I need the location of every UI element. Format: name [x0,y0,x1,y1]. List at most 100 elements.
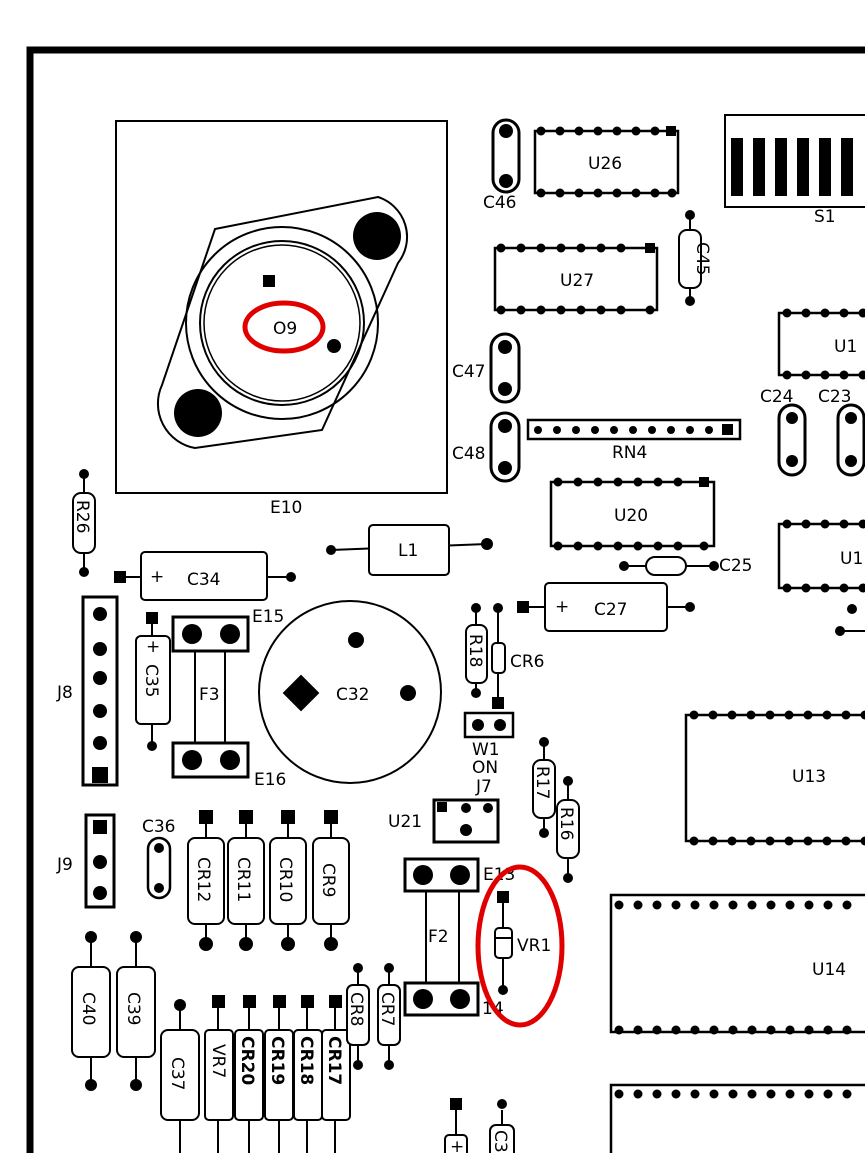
capacitor-c34 [114,551,296,601]
rn4-label: RN4 [612,443,647,463]
ic-u27 [493,243,659,315]
c40-label: C40 [78,992,98,1026]
fuse-f3 [171,615,250,779]
c35-label: C35 [141,664,161,698]
c32-label: C32 [336,685,370,705]
ic-u14 [609,893,865,1035]
cr19-label: CR19 [267,1036,287,1085]
resistor-r26 [72,469,96,577]
cr7-label: CR7 [377,992,397,1027]
ic-u13 [684,710,865,846]
regulator-u21 [432,798,500,844]
cr9-label: CR9 [318,863,338,898]
ic-u20 [549,477,716,551]
highlight-circle-vr1 [475,864,565,1028]
diode-cr7 [377,963,401,1070]
diode-cr20 [234,1029,264,1121]
cr10-label: CR10 [275,857,295,902]
jumper-w1 [463,711,515,739]
cr8-label: CR8 [346,992,366,1027]
vr7-label: VR7 [208,1044,228,1078]
capacitor-c39 [116,931,156,1091]
w1-label: W1 [472,740,500,760]
cr11-label: CR11 [233,857,253,902]
c34-label: C34 [187,570,221,590]
bottom-plus: + [450,1137,464,1153]
resistor-network-rn4 [526,418,742,441]
vr1-label: VR1 [517,936,551,956]
capacitor-c45 [678,210,702,306]
c23-label: C23 [818,387,852,407]
cr20-label: CR20 [237,1036,257,1085]
f2-label: F2 [428,927,449,947]
cr17-label: CR17 [324,1036,344,1085]
capacitor-c47 [489,332,521,404]
c24-label: C24 [760,387,794,407]
r26-label: R26 [72,500,92,533]
on-label: ON [472,758,498,778]
capacitor-c25 [619,556,719,576]
c37-label: C37 [167,1057,187,1091]
resistor-r17 [532,737,556,838]
j9-label: J9 [56,855,73,875]
zener-vr7 [204,1029,234,1121]
diode-cr12 [187,810,225,951]
capacitor-bottom-plus [444,1098,468,1153]
cr12-label: CR12 [193,857,213,902]
c27-plus: + [555,597,569,617]
u27-label: U27 [560,271,594,291]
diode-cr9 [312,810,350,951]
capacitor-c32 [258,600,442,784]
board-outline [26,46,865,1153]
c48-label: C48 [452,444,486,464]
diode-cr17 [321,1029,351,1121]
j7-label: J7 [475,777,492,797]
ic-u1-second [777,519,865,593]
cr18-label: CR18 [296,1036,316,1085]
capacitor-c35 [135,612,171,751]
u1-label: U1 [834,337,857,357]
c34-plus: + [150,567,164,587]
inductor-l1 [326,524,493,576]
c46-label: C46 [483,193,517,213]
u26-label: U26 [588,154,622,174]
f3-label: F3 [199,685,220,705]
c39-label: C39 [123,992,143,1026]
heatsink-label: E10 [270,498,302,518]
resistor-r16 [556,776,580,883]
u20-label: U20 [614,506,648,526]
e15-label: E15 [252,607,284,627]
u14-label: U14 [812,960,846,980]
zener-vr1 [494,891,513,995]
u13-label: U13 [792,767,826,787]
diode-cr10 [269,810,307,951]
connector-j9 [84,813,116,909]
c36-label: C36 [142,817,176,837]
cr6-label: CR6 [510,652,545,672]
highlight-circle-o9 [242,300,326,354]
ic-u26 [533,126,680,198]
capacitor-c27 [517,582,695,632]
transistor-label: O9 [273,319,297,339]
u1b-label: U1 [840,549,863,569]
capacitor-c3 [489,1099,515,1153]
capacitor-c36 [146,836,172,900]
c45-label: C45 [692,242,712,276]
l1-label: L1 [398,541,418,561]
capacitor-c48 [489,411,521,483]
u21-label: U21 [388,812,422,832]
partial-component-right [835,604,865,636]
c3-label: C3 [490,1130,510,1153]
diode-cr11 [227,810,265,951]
diode-cr8 [346,963,370,1070]
capacitor-c23 [836,403,865,477]
e16-label: E16 [254,770,286,790]
s1-label: S1 [814,207,836,227]
c27-label: C27 [594,600,628,620]
dip-switch-s1 [724,114,865,208]
capacitor-c24 [777,403,807,477]
fuse-f2 [403,857,480,1017]
c47-label: C47 [452,362,486,382]
capacitor-c46 [491,118,521,194]
c25-label: C25 [719,556,753,576]
